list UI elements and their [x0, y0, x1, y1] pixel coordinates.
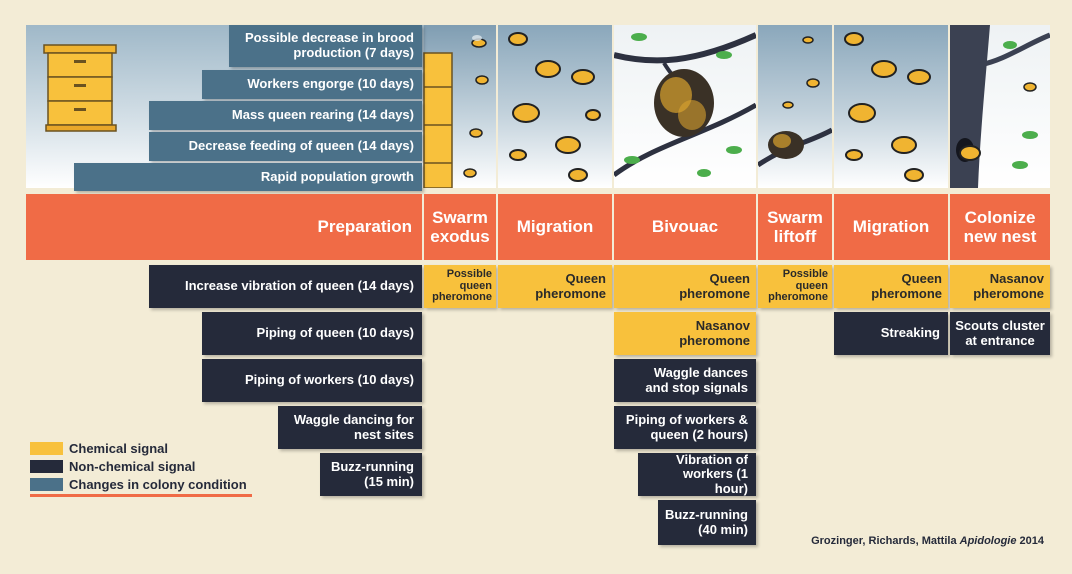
legend-swatch	[30, 441, 63, 455]
signal-label: Vibration of workers (1 hour)	[676, 451, 748, 496]
stage-migration-1: Migration	[498, 194, 612, 260]
signal-label: Piping of workers & queen (2 hours)	[625, 411, 748, 442]
signal-waggle-nest: Waggle dancing for nest sites	[278, 406, 422, 449]
bee-icon	[959, 145, 981, 161]
signal-migration2-queen-pheromone: Queen pheromone	[834, 265, 948, 308]
signal-vibration-queen: Increase vibration of queen (14 days)	[149, 265, 422, 308]
signal-label: Possible queen pheromone	[768, 268, 828, 304]
signal-label: Nasanov pheromone	[679, 317, 750, 348]
condition-label: Workers engorge (10 days)	[247, 76, 414, 92]
signal-waggle-stop: Waggle dances and stop signals	[614, 359, 756, 402]
tree-branch-icon	[950, 25, 1050, 188]
legend-label: Chemical signal	[69, 440, 168, 456]
legend-label: Changes in colony condition	[69, 476, 247, 492]
legend-label: Non-chemical signal	[69, 458, 196, 474]
stage-label: Preparation	[317, 217, 412, 237]
bee-icon	[463, 168, 477, 178]
citation: Grozinger, Richards, Mattila Apidologie …	[811, 535, 1044, 547]
beehive-icon	[43, 44, 117, 132]
signal-label: Piping of queen (10 days)	[256, 325, 414, 341]
signal-streaking: Streaking	[834, 312, 948, 355]
signal-label: Piping of workers (10 days)	[244, 372, 414, 388]
stage-label: Colonize new nest	[963, 207, 1037, 246]
signal-label: Buzz-running (40 min)	[664, 506, 748, 537]
citation-authors: Grozinger, Richards, Mattila	[811, 535, 960, 547]
condition-feeding: Decrease feeding of queen (14 days)	[149, 132, 422, 161]
condition-label: Rapid population growth	[260, 168, 414, 184]
signal-label: Queen pheromone	[535, 270, 606, 301]
signal-colonize-nasanov: Nasanov pheromone	[950, 265, 1050, 308]
bee-icon	[475, 75, 489, 85]
condition-label: Mass queen rearing (14 days)	[231, 107, 414, 123]
signal-label: Possible queen pheromone	[432, 268, 492, 304]
signal-bivouac-queen-pheromone: Queen pheromone	[614, 265, 756, 308]
signal-piping-workers: Piping of workers (10 days)	[202, 359, 422, 402]
legend-swatch	[30, 459, 63, 473]
legend-non-chemical: Non-chemical signal	[30, 458, 196, 474]
signal-label: Buzz-running (15 min)	[330, 458, 414, 489]
stage-label: Migration	[516, 217, 594, 237]
condition-label: Possible decrease in brood production (7…	[244, 30, 414, 60]
signal-label: Waggle dances and stop signals	[645, 364, 748, 395]
stage-migration-2: Migration	[834, 194, 948, 260]
condition-queen-rearing: Mass queen rearing (14 days)	[149, 101, 422, 130]
legend-colony-condition: Changes in colony condition	[30, 476, 247, 492]
legend-stage-line	[30, 494, 252, 497]
bivouac-panel	[614, 25, 756, 188]
bee-icon	[508, 32, 601, 182]
stage-preparation: Preparation	[26, 194, 422, 260]
signal-exodus-queen-pheromone: Possible queen pheromone	[424, 265, 496, 308]
signal-liftoff-queen-pheromone: Possible queen pheromone	[758, 265, 832, 308]
signal-label: Nasanov pheromone	[973, 270, 1044, 301]
stage-label: Swarm exodus	[430, 207, 490, 246]
signal-label: Queen pheromone	[871, 270, 942, 301]
signal-label: Scouts cluster at entrance	[955, 317, 1045, 348]
condition-population: Rapid population growth	[74, 163, 422, 191]
signal-label: Queen pheromone	[679, 270, 750, 301]
signal-buzz-running-15: Buzz-running (15 min)	[320, 453, 422, 496]
bee-cluster-icon	[654, 69, 714, 137]
signal-label: Streaking	[880, 325, 940, 341]
stage-swarm-liftoff: Swarm liftoff	[758, 194, 832, 260]
migration2-panel	[834, 25, 948, 188]
stage-colonize: Colonize new nest	[950, 194, 1050, 260]
bee-icon	[469, 128, 483, 138]
signal-piping-workers-queen: Piping of workers & queen (2 hours)	[614, 406, 756, 449]
legend-swatch	[30, 477, 63, 491]
stage-bivouac: Bivouac	[614, 194, 756, 260]
migration1-panel	[498, 25, 612, 188]
legend-chemical: Chemical signal	[30, 440, 168, 456]
stage-swarm-exodus: Swarm exodus	[424, 194, 496, 260]
condition-engorge: Workers engorge (10 days)	[202, 70, 422, 99]
signal-label: Increase vibration of queen (14 days)	[184, 278, 414, 294]
colonize-panel	[950, 25, 1050, 188]
citation-journal: Apidologie	[959, 535, 1017, 547]
condition-brood: Possible decrease in brood production (7…	[229, 25, 422, 67]
condition-label: Decrease feeding of queen (14 days)	[188, 138, 414, 154]
swarm-liftoff-panel	[758, 25, 832, 188]
stage-label: Swarm liftoff	[767, 207, 823, 246]
signal-bivouac-nasanov: Nasanov pheromone	[614, 312, 756, 355]
stage-label: Bivouac	[651, 217, 719, 237]
stage-label: Migration	[852, 217, 930, 237]
signal-scouts-cluster: Scouts cluster at entrance	[950, 312, 1050, 355]
swarm-exodus-panel	[424, 25, 496, 188]
signal-vibration-workers: Vibration of workers (1 hour)	[638, 451, 756, 496]
citation-year: 2014	[1016, 535, 1044, 547]
signal-piping-queen: Piping of queen (10 days)	[202, 312, 422, 355]
signal-label: Waggle dancing for nest sites	[293, 411, 414, 442]
bee-icon	[471, 35, 487, 48]
signal-migration1-queen-pheromone: Queen pheromone	[498, 265, 612, 308]
signal-buzz-running-40: Buzz-running (40 min)	[658, 500, 756, 545]
